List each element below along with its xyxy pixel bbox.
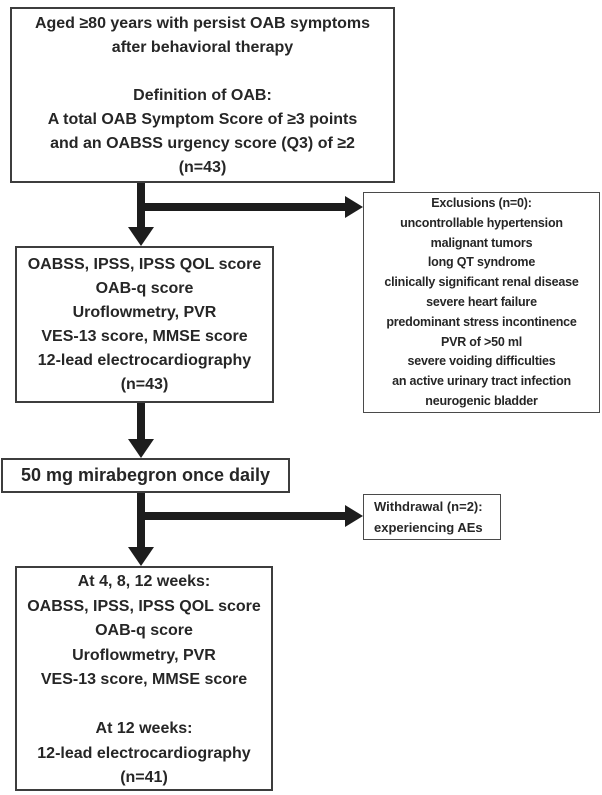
text-line: VES-13 score, MMSE score [41,328,248,345]
text-line: OABSS, IPSS, IPSS QOL score [27,256,262,273]
text-line: clinically significant renal disease [384,275,579,290]
treatment-box: 50 mg mirabegron once daily [1,458,290,493]
text-line: A total OAB Symptom Score of ≥3 points [47,111,358,128]
text-line: OABSS, IPSS, IPSS QOL score [27,597,261,615]
text-line: (n=41) [120,769,168,786]
text-line: Withdrawal (n=2): [374,499,483,514]
text-line: Definition of OAB: [133,87,272,104]
followup-assessment-box: At 4, 8, 12 weeks: OABSS, IPSS, IPSS QOL… [15,566,273,791]
text-line: long QT syndrome [427,255,536,270]
text-line: severe heart failure [426,294,537,309]
exclusions-box: Exclusions (n=0): uncontrollable hyperte… [363,192,600,413]
text-line [17,693,271,718]
text-line [12,60,393,84]
text-line: At 4, 8, 12 weeks: [77,573,211,590]
arrow-to-exclusions-head-icon [345,196,363,218]
text-line: predominant stress incontinence [386,314,577,329]
baseline-assessment-box: OABSS, IPSS, IPSS QOL score OAB-q score … [15,246,274,403]
text-line: (n=43) [178,159,227,176]
text-line: (n=43) [120,376,169,393]
arrow-eligibility-to-baseline-head-icon [128,227,154,246]
text-line: PVR of >50 ml [440,334,523,349]
text-line: experiencing AEs [374,520,483,535]
text-line: OAB-q score [95,622,193,639]
arrow-baseline-to-treatment-head-icon [128,439,154,458]
text-line: VES-13 score, MMSE score [40,671,248,688]
eligibility-box: Aged ≥80 years with persist OAB symptoms… [10,7,395,183]
text-line: Exclusions (n=0): [431,196,532,210]
withdrawal-box: Withdrawal (n=2): experiencing AEs [363,494,501,540]
arrow-treatment-to-followup-head-icon [128,547,154,566]
text-line: Aged ≥80 years with persist OAB symptoms [34,15,371,32]
text-line: OAB-q score [95,280,194,297]
text-line: uncontrollable hypertension [400,215,563,230]
arrow-baseline-to-treatment-shaft [137,403,145,441]
text-line: after behavioral therapy [111,39,294,56]
arrow-treatment-to-followup-shaft [137,493,145,548]
text-line: neurogenic bladder [425,393,538,408]
treatment-label: 50 mg mirabegron once daily [20,465,271,485]
text-line: an active urinary tract infection [392,374,571,389]
text-line: Uroflowmetry, PVR [72,646,216,664]
text-line: Uroflowmetry, PVR [72,304,217,321]
arrow-to-withdrawal-head-icon [345,505,363,527]
text-line: severe voiding difficulties [407,354,556,369]
arrow-to-exclusions-shaft [137,203,346,211]
text-line: malignant tumors [430,235,533,250]
text-line: 12-lead electrocardiography [37,744,251,762]
text-line: At 12 weeks: [95,720,193,737]
text-line: and an OABSS urgency score (Q3) of ≥2 [50,135,355,152]
arrow-to-withdrawal-shaft [137,512,346,520]
text-line: 12-lead electrocardiography [37,352,252,369]
